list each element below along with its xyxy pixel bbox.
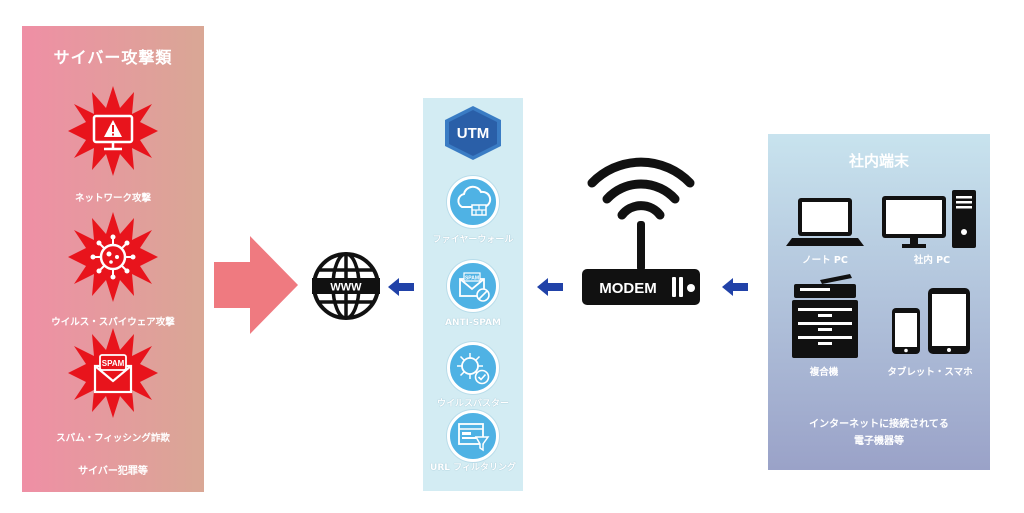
modem-label: MODEM <box>599 280 657 297</box>
www-label: WWW <box>330 282 362 294</box>
virus-buster-icon <box>447 342 499 394</box>
threats-panel: サイバー攻撃類 ネットワーク攻撃 ウイルス・スパイウェア攻撃 <box>22 26 204 492</box>
spam-badge-text: SPAM <box>102 359 125 368</box>
devices-panel: 社内端末 ノート PC 社内 PC 複合機 <box>768 134 990 470</box>
flow-arrow-large <box>214 236 298 334</box>
anti-spam-badge-text: SPAM <box>465 276 479 282</box>
modem-icon: MODEM <box>582 157 700 305</box>
utm-feature-label-url: URL フィルタリング <box>430 463 516 473</box>
devices-note-line1: インターネットに接続されてる <box>809 419 949 430</box>
copier-icon <box>792 274 858 358</box>
utm-feature-label-virus: ウイルスバスター <box>436 399 509 409</box>
desktop-pc-icon <box>882 190 976 248</box>
flow-arrow-devices-to-modem <box>722 278 748 296</box>
device-label-desktop: 社内 PC <box>913 255 951 266</box>
utm-badge-text: UTM <box>457 125 490 142</box>
devices-title: 社内端末 <box>848 152 909 170</box>
utm-feature-label-antispam: ANTI-SPAM <box>445 318 501 328</box>
flow-arrow-modem-to-utm <box>537 278 563 296</box>
laptop-icon <box>786 198 864 246</box>
devices-note-line2: 電子機器等 <box>854 436 904 447</box>
utm-feature-label-firewall: ファイヤーウォール <box>432 235 514 245</box>
threats-title: サイバー攻撃類 <box>53 48 173 67</box>
utm-panel: UTM ファイヤーウォール SPAM ANTI-SPAM <box>423 98 523 491</box>
threats-footer: サイバー犯罪等 <box>78 466 148 477</box>
url-filter-icon <box>447 410 499 462</box>
device-label-laptop: ノート PC <box>802 255 848 266</box>
www-globe-icon: WWW <box>312 252 380 320</box>
firewall-cloud-icon <box>447 176 499 228</box>
warning-monitor-icon <box>68 86 158 176</box>
threat-label-network: ネットワーク攻撃 <box>74 193 151 204</box>
anti-spam-mail-icon: SPAM <box>447 260 499 312</box>
device-label-copier: 複合機 <box>809 367 839 378</box>
utm-badge-icon: UTM <box>445 106 501 160</box>
device-label-tablet: タブレット・スマホ <box>887 367 973 378</box>
flow-arrow-utm-to-internet <box>388 278 414 296</box>
virus-icon <box>68 212 158 302</box>
spam-mail-icon: SPAM <box>68 328 158 418</box>
devices-note: インターネットに接続されてる 電子機器等 <box>768 416 990 450</box>
threat-label-spam: スパム・フィッシング詐欺 <box>56 433 170 444</box>
threat-label-virus: ウイルス・スパイウェア攻撃 <box>51 317 175 328</box>
tablet-phone-icon <box>892 288 970 354</box>
